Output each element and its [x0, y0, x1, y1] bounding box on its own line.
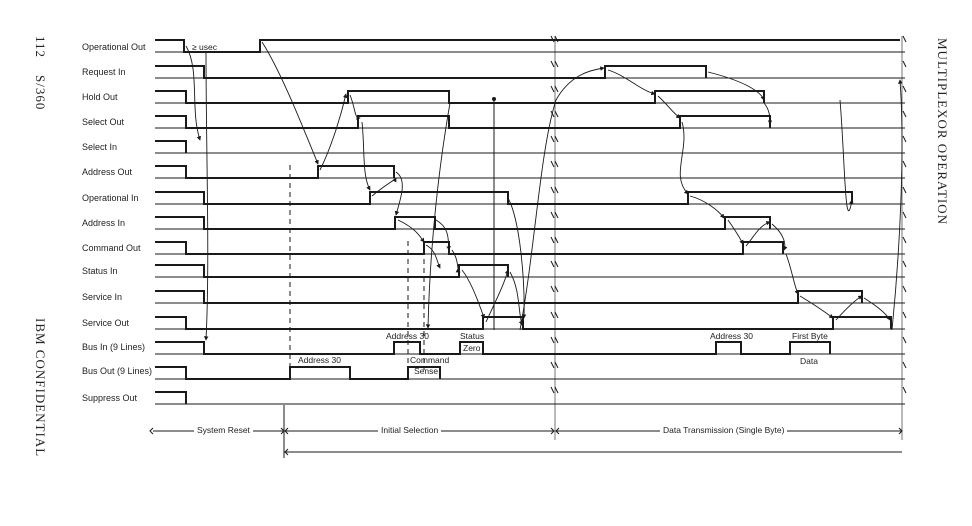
arrow-service-in-to-service-out — [799, 295, 834, 319]
sense-label: Sense — [414, 366, 439, 376]
wave-request-in — [155, 65, 707, 79]
bus-in-address-data-label: Address 30 — [710, 331, 753, 341]
wave-hold-out — [155, 90, 765, 104]
wave-bus-in — [155, 341, 831, 355]
arrow-select-to-opin-dt — [679, 121, 689, 195]
signal-label-status-in: Status In — [82, 266, 118, 276]
phase-label-data-transmission: Data Transmission (Single Byte) — [660, 425, 788, 435]
arrow-cmdout-to-addrin-fall-dt — [745, 220, 771, 247]
arrow-service-out-to-service-in-fall — [835, 295, 863, 321]
min-delay-label: ≥ usec — [192, 42, 217, 52]
wave-service-in — [155, 290, 863, 304]
wave-bus-out — [155, 366, 441, 380]
arrow-cmdout-fall-to-service-in — [785, 253, 799, 295]
signal-label-service-out: Service Out — [82, 318, 130, 328]
arrow-request-fall-to-hold-fall — [707, 71, 765, 101]
arrow-hold-fall-chain — [425, 102, 451, 329]
arrow-to-request-in — [519, 66, 605, 331]
wave-select-out — [155, 115, 771, 129]
arrow-addrin-to-cmdout-dt — [727, 219, 744, 245]
wave-address-in — [155, 216, 771, 230]
zero-label: Zero — [463, 343, 481, 353]
wave-status-in — [155, 264, 509, 278]
signal-label-select-in: Select In — [82, 142, 118, 152]
signal-label-operational-out: Operational Out — [82, 42, 146, 52]
signal-label-command-out: Command Out — [82, 243, 141, 253]
phase-label-initial-selection: Initial Selection — [378, 425, 442, 435]
wave-operational-out — [155, 39, 900, 53]
wave-operational-in — [155, 191, 853, 205]
bus-in-address-initial-label: Address 30 — [386, 331, 429, 341]
arrow-status-to-service-out — [461, 269, 485, 319]
signal-label-request-in: Request In — [82, 67, 126, 77]
phase-rulers — [149, 36, 903, 458]
bus-out-address-label: Address 30 — [298, 355, 341, 365]
status-label: Status — [460, 331, 485, 341]
arrow-request-to-hold — [607, 69, 656, 96]
signal-label-select-out: Select Out — [82, 117, 125, 127]
signal-label-hold-out: Hold Out — [82, 92, 118, 102]
wave-select-in — [155, 140, 187, 153]
wave-address-out — [155, 165, 395, 179]
arrow-hold-to-select-dt — [657, 95, 681, 119]
arrow-addrin-fall-to-cmdout-fall — [435, 219, 451, 251]
arrow-return-right — [891, 79, 903, 331]
signal-label-address-out: Address Out — [82, 167, 133, 177]
data-label: Data — [800, 356, 818, 366]
arrow-opin-to-addrin-dt — [689, 195, 725, 219]
arrow-opin-to-addrout-fall — [371, 177, 397, 197]
command-label: Command — [410, 355, 450, 365]
arrow-opout-to-addrout — [261, 41, 319, 165]
wave-suppress-out — [155, 391, 187, 404]
signal-label-address-in: Address In — [82, 218, 126, 228]
arrow-reset-chain — [203, 51, 209, 341]
wave-service-out — [155, 316, 892, 330]
arrow-hold-to-select — [349, 94, 361, 121]
arrow-opin-fall-chain — [507, 197, 527, 319]
arrow-cmdout-fall-to-status — [451, 249, 461, 273]
first-byte-label: First Byte — [792, 331, 828, 341]
arrow-service-out-to-status-fall — [485, 269, 510, 323]
phase-label-system-reset: System Reset — [194, 425, 253, 435]
arrow-addrout-to-hold — [319, 93, 348, 171]
arrow-service-in-fall-to-service-out-fall — [863, 297, 891, 321]
arrow-addrout-to-addrin — [394, 171, 403, 216]
signal-label-suppress-out: Suppress Out — [82, 393, 138, 403]
arrow-addrin-to-cmdout — [397, 219, 425, 243]
arrow-select-to-opin — [361, 121, 371, 191]
arrow-addrin-fall-to-cmdout-fall-dt — [771, 223, 788, 251]
arrow-to-opin-fall-dt — [839, 99, 854, 212]
signal-label-bus-in: Bus In (9 Lines) — [82, 342, 146, 352]
signal-label-bus-out: Bus Out (9 Lines) — [82, 366, 153, 376]
arrow-cmdout-to-status — [425, 244, 441, 269]
cursor-dot — [492, 97, 496, 101]
signal-label-service-in: Service In — [82, 292, 123, 302]
arrow-reset-to-select-in — [185, 45, 201, 141]
signal-label-operational-in: Operational In — [82, 193, 139, 203]
wave-command-out — [155, 241, 784, 255]
arrow-hold-fall-to-select-fall — [763, 102, 773, 125]
causality-arrows — [185, 41, 903, 341]
